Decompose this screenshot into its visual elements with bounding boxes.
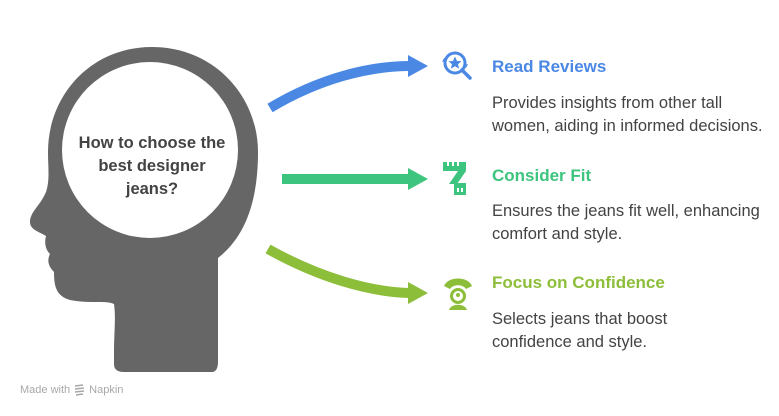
item-title-focus-confidence: Focus on Confidence [492,273,665,292]
confident-person-icon [444,278,472,310]
thought-circle [62,62,238,238]
footer-brand: Napkin [89,384,124,396]
item-title-read-reviews: Read Reviews [492,57,607,76]
review-search-star-icon [442,51,472,80]
arrow-consider-fit [282,168,428,190]
head-silhouette [30,47,258,372]
measuring-tape-icon [443,162,466,195]
footer-made-with: Made with [20,384,71,396]
item-desc-consider-fit: Ensures the jeans fit well, enhancing co… [492,202,760,243]
arrow-focus-confidence [265,244,428,304]
item-title-consider-fit: Consider Fit [492,166,592,185]
arrow-read-reviews [267,55,428,113]
item-desc-read-reviews: Provides insights from other tall women,… [492,94,763,135]
item-desc-focus-confidence: Selects jeans that boost confidence and … [492,310,668,351]
central-question: How to choose the best designer jeans? [78,134,226,198]
footer-attribution: Made with Napkin [20,384,123,396]
napkin-logo-icon [75,384,85,396]
